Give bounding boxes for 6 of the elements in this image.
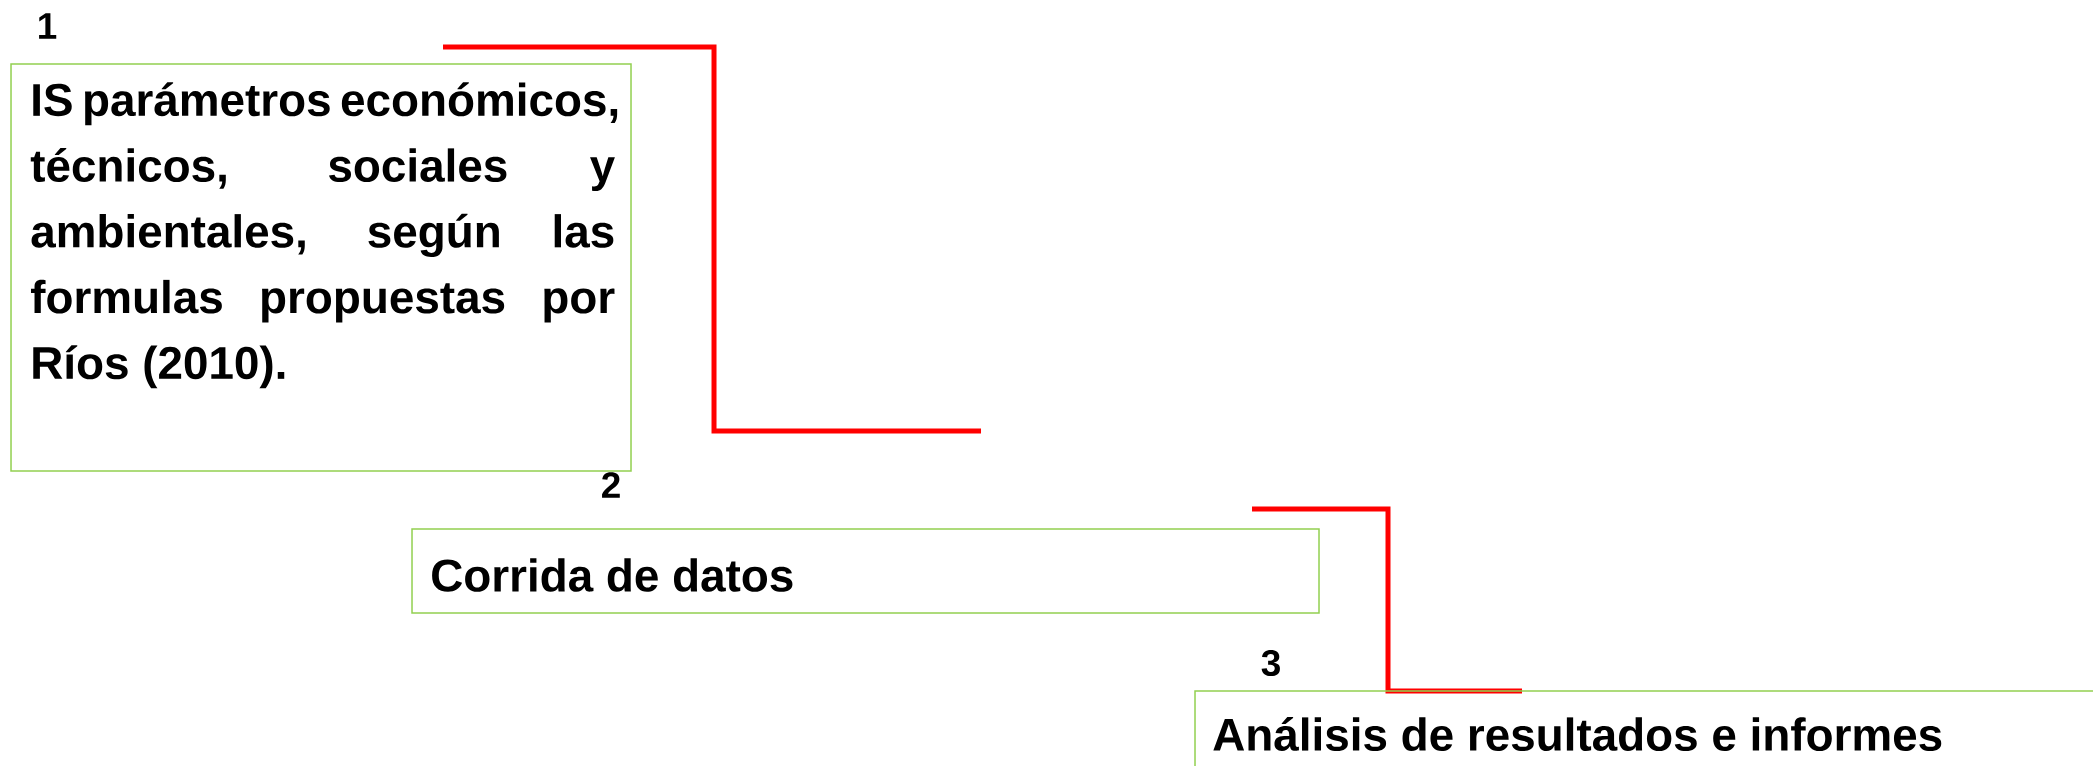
step-box: Análisis de resultados e informes (1194, 690, 2093, 766)
step-box: Corrida de datos (411, 528, 1320, 614)
step-number: 2 (602, 472, 620, 498)
step-number: 1 (39, 13, 57, 39)
step-box: IS parámetros económicos, técnicos, sociales y ambientales, según las formulas propuestas por Ríos (2010). (10, 63, 632, 472)
step-number: 3 (1261, 649, 1280, 677)
